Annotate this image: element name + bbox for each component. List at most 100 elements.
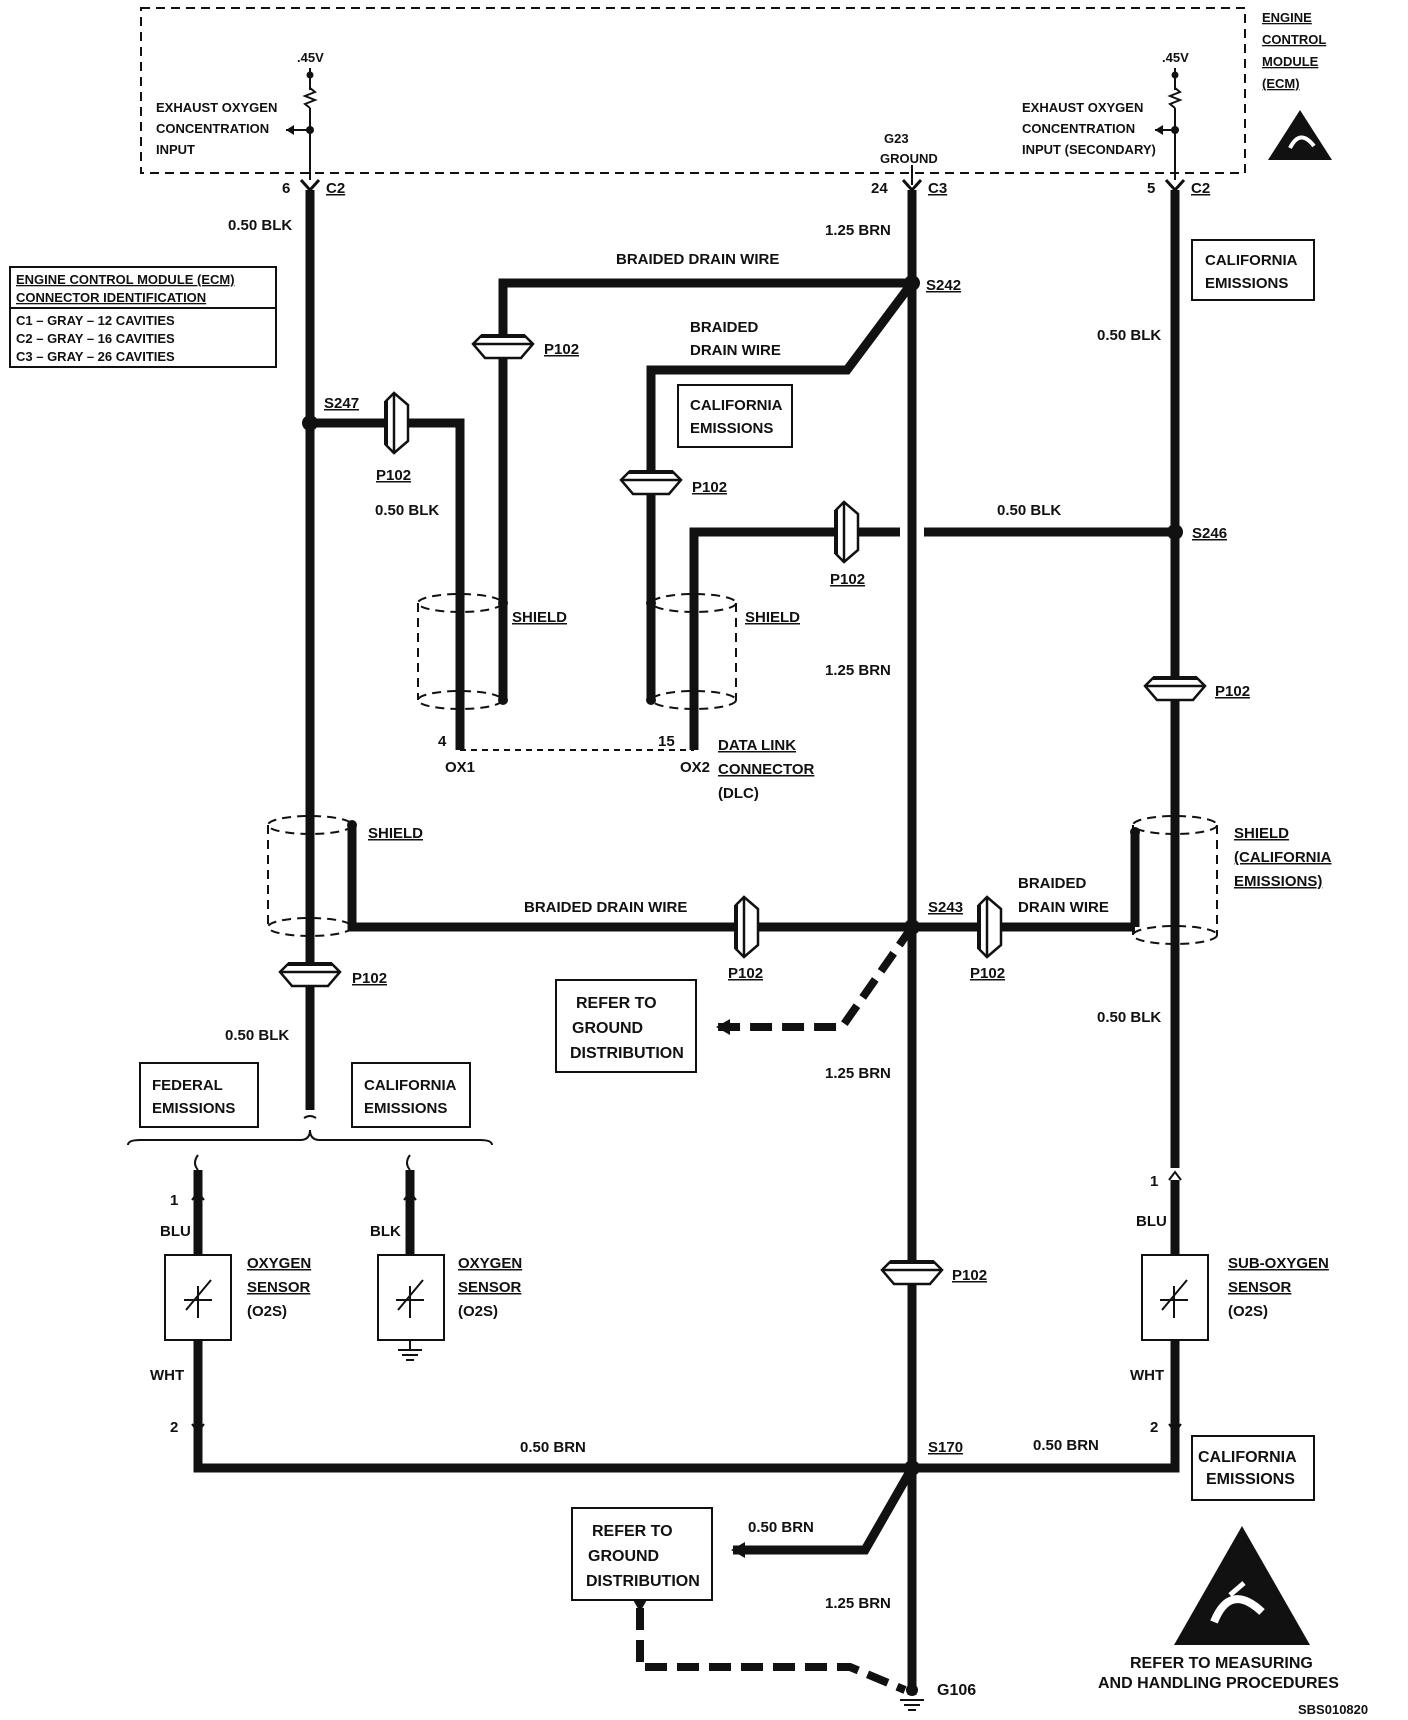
pin-6: 6 [282,180,290,197]
shield-left [267,815,353,937]
p102-connector [834,500,860,564]
label-s246: S246 [1192,525,1227,542]
refer-ground-box-lower [571,1507,713,1601]
ground-ref-upper-line [718,924,916,1031]
p102-connector [977,895,1003,959]
california-box [1191,1435,1315,1501]
p102-connector [471,334,535,360]
connector-id-box [9,266,277,368]
pin-5: 5 [1147,180,1155,197]
splice-s242 [904,275,920,291]
sub-oxygen-sensor [1141,1254,1209,1341]
label-drain-wire: DRAIN WIRE [690,342,781,359]
option-bracket [127,1129,493,1146]
pin-2-left: 2 [170,1419,178,1436]
pin-2-right: 2 [1150,1419,1158,1436]
shield-right [1132,815,1218,945]
wire-label: 0.50 BRN [748,1519,814,1536]
label-p102: P102 [544,341,579,358]
oxygen-sensor-abbr-federal: (O2S) [247,1303,287,1320]
pin-15: 15 [658,733,675,750]
ground-g106-icon [900,1699,924,1711]
label-s243: S243 [928,899,963,916]
label-p102: P102 [830,571,865,588]
splice-s246 [1167,524,1183,540]
label-shield-ox1: SHIELD [512,609,567,626]
ground-icon [398,1349,422,1361]
label-shield-ox2: SHIELD [745,609,800,626]
pin-4: 4 [438,733,447,750]
oxygen-sensor-abbr-california: (O2S) [458,1303,498,1320]
wire-label: 0.50 BLK [228,217,292,234]
ecm-boundary [140,7,1246,174]
esd-warning-icon [1174,1526,1310,1645]
wire-label: 1.25 BRN [825,1065,891,1082]
arrow-right-icon [1155,125,1163,135]
label-braided: BRAIDED [1018,875,1087,892]
connector-id-row: C3 – GRAY – 26 CAVITIES [16,349,175,364]
shield-ox1 [417,593,503,710]
label-braided-drain-wire: BRAIDED DRAIN WIRE [616,251,779,268]
label-p102: P102 [952,1267,987,1284]
label-p102: P102 [1215,683,1250,700]
label-ox2: OX2 [680,759,710,776]
label-s170: S170 [928,1439,963,1456]
splice-s243 [904,919,920,935]
connector-id-title-2: CONNECTOR IDENTIFICATION [16,290,206,305]
wire-wht-right: WHT [1130,1367,1164,1384]
label-shield-left: SHIELD [368,825,423,842]
wire-label: 0.50 BLK [225,1027,289,1044]
label-p102: P102 [692,479,727,496]
p102-connector [880,1260,944,1286]
resistor-left-icon [302,87,318,109]
wire-blu-right: BLU [1136,1213,1167,1230]
esd-note-line-2: AND HANDLING PROCEDURES [1098,1675,1339,1692]
p102-connector [619,470,683,496]
label-p102: P102 [970,965,1005,982]
wire-label: 0.50 BRN [520,1439,586,1456]
wire-label: 0.50 BLK [375,502,439,519]
splice-s170 [904,1460,920,1476]
ground-ref-lower-line [636,1608,907,1694]
wire-label: 0.50 BRN [1033,1437,1099,1454]
splice-s247 [302,415,318,431]
california-box [1191,239,1315,301]
p102-connector [384,391,410,455]
federal-box [139,1062,259,1128]
wire-label: 1.25 BRN [825,222,891,239]
label-braided-drain-wire: BRAIDED DRAIN WIRE [524,899,687,916]
figure-code: SBS010820 [1298,1702,1368,1717]
p102-connector [1143,676,1207,702]
connector-id-row: C1 – GRAY – 12 CAVITIES [16,313,175,328]
esd-note-line-1: REFER TO MEASURING [1130,1655,1313,1672]
shield-ox2 [651,593,737,710]
pin-1-right: 1 [1150,1173,1158,1190]
label-ox1: OX1 [445,759,475,776]
refer-ground-box-upper [555,979,697,1073]
p102-connector [278,962,342,988]
wire-wht-left: WHT [150,1367,184,1384]
connector-id-title-1: ENGINE CONTROL MODULE (ECM) [16,272,235,287]
esd-icon-small [1268,110,1332,160]
pin-c3: C3 [928,180,947,197]
label-p102: P102 [352,970,387,987]
wire-blk: BLK [370,1223,401,1240]
label-braided: BRAIDED [690,319,759,336]
label-p102: P102 [728,965,763,982]
label-dlc-abbr: (DLC) [718,785,759,802]
